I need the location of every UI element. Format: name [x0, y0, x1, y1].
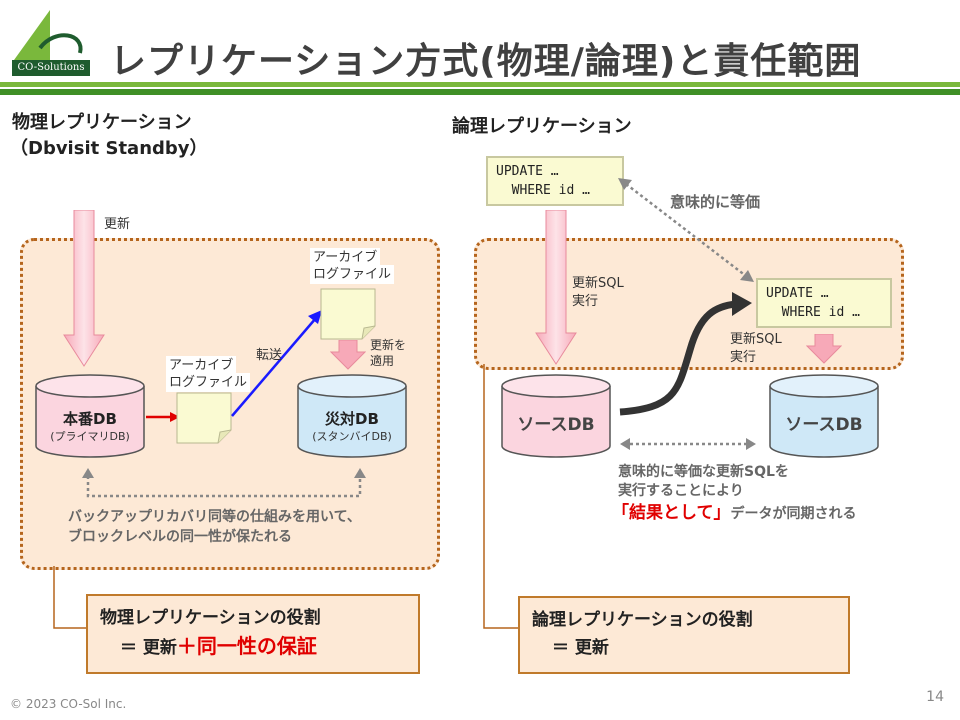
physical-role-highlight: ＋同一性の保証	[176, 634, 317, 658]
logical-exec-arrow	[535, 210, 577, 365]
replication-curve-arrow	[619, 292, 752, 416]
copyright: © 2023 CO-Sol Inc.	[10, 697, 127, 711]
logical-heading: 論理レプリケーション	[452, 116, 632, 137]
sync-line3: 「結果として」データが同期される	[612, 498, 857, 523]
source-db-left-cylinder	[501, 374, 611, 458]
primary-db-sublabel: (プライマリDB)	[50, 430, 130, 443]
update-down-arrow	[63, 210, 105, 367]
source-db-right-cylinder	[769, 374, 879, 458]
logo-text: CO-Solutions	[12, 60, 90, 76]
standby-db-label: 災対DB	[325, 410, 379, 428]
sql-top-line1: UPDATE …	[496, 164, 559, 179]
equivalent-arrow	[618, 178, 754, 282]
sync-arrow	[620, 438, 756, 450]
apply-down-arrow	[330, 340, 366, 370]
page-number: 14	[926, 689, 944, 705]
exec-left-label2: 実行	[572, 294, 599, 309]
source-db-right-label: ソースDB	[785, 415, 863, 435]
logical-role-title: 論理レプリケーションの役割	[532, 610, 753, 630]
sync-line1: 意味的に等価な更新SQLを	[618, 464, 789, 480]
exec-right-label2: 実行	[730, 350, 757, 365]
primary-db-label: 本番DB	[63, 410, 117, 428]
physical-role-line2: ＝ 更新＋同一性の保証	[100, 632, 406, 662]
transfer-arrow	[231, 310, 322, 417]
physical-heading: 物理レプリケーション	[12, 112, 192, 133]
apply-label1: 更新を	[370, 338, 407, 352]
sync-highlight: 「結果として」	[612, 503, 731, 523]
block-identity-bracket	[82, 468, 366, 498]
physical-role-title: 物理レプリケーションの役割	[100, 608, 321, 628]
physical-role-box: 物理レプリケーションの役割 ＝ 更新＋同一性の保証	[86, 594, 420, 674]
update-label: 更新	[104, 217, 131, 232]
physical-subheading: （Dbvisit Standby）	[10, 138, 208, 159]
source-db-left-label: ソースDB	[517, 415, 595, 435]
header-rule-light	[0, 82, 960, 87]
archive-log-left-label1: アーカイブ	[166, 356, 237, 375]
archive-log-right-document	[320, 288, 376, 340]
archive-log-left-label2: ログファイル	[166, 373, 251, 392]
primary-to-log-arrow	[146, 412, 180, 422]
physical-role-prefix: ＝ 更新	[120, 638, 177, 658]
sql-box-right: UPDATE … WHERE id …	[756, 278, 892, 328]
header-rule-dark	[0, 89, 960, 95]
sync-suffix: データが同期される	[730, 506, 857, 522]
primary-db-cylinder	[35, 374, 145, 458]
apply-label2: 適用	[370, 354, 395, 368]
company-logo	[10, 8, 92, 78]
logical-role-connector	[483, 364, 518, 629]
logical-apply-arrow	[806, 334, 842, 364]
transfer-label: 転送	[256, 348, 283, 363]
sql-top-line2: WHERE id …	[496, 183, 590, 198]
physical-role-connector	[53, 566, 90, 629]
archive-log-right-label1: アーカイブ	[310, 248, 381, 267]
exec-right-label1: 更新SQL	[730, 332, 782, 347]
mechanism-line1: バックアップリカバリ同等の仕組みを用いて、	[68, 509, 361, 525]
page-title: レプリケーション方式(物理/論理)と責任範囲	[110, 41, 862, 82]
archive-log-left-document	[176, 392, 232, 444]
sync-line2: 実行することにより	[618, 483, 744, 499]
standby-db-cylinder	[297, 374, 407, 458]
logical-role-line2: ＝ 更新	[552, 638, 609, 658]
equivalent-label: 意味的に等価	[670, 193, 761, 211]
archive-log-right-label2: ログファイル	[310, 265, 395, 284]
sql-right-line1: UPDATE …	[766, 286, 829, 301]
mechanism-line2: ブロックレベルの同一性が保たれる	[68, 529, 292, 545]
standby-db-sublabel: (スタンバイDB)	[312, 430, 392, 443]
sql-box-top: UPDATE … WHERE id …	[486, 156, 624, 206]
logical-role-box: 論理レプリケーションの役割 ＝ 更新	[518, 596, 850, 674]
exec-left-label1: 更新SQL	[572, 276, 624, 291]
sql-right-line2: WHERE id …	[766, 305, 860, 320]
